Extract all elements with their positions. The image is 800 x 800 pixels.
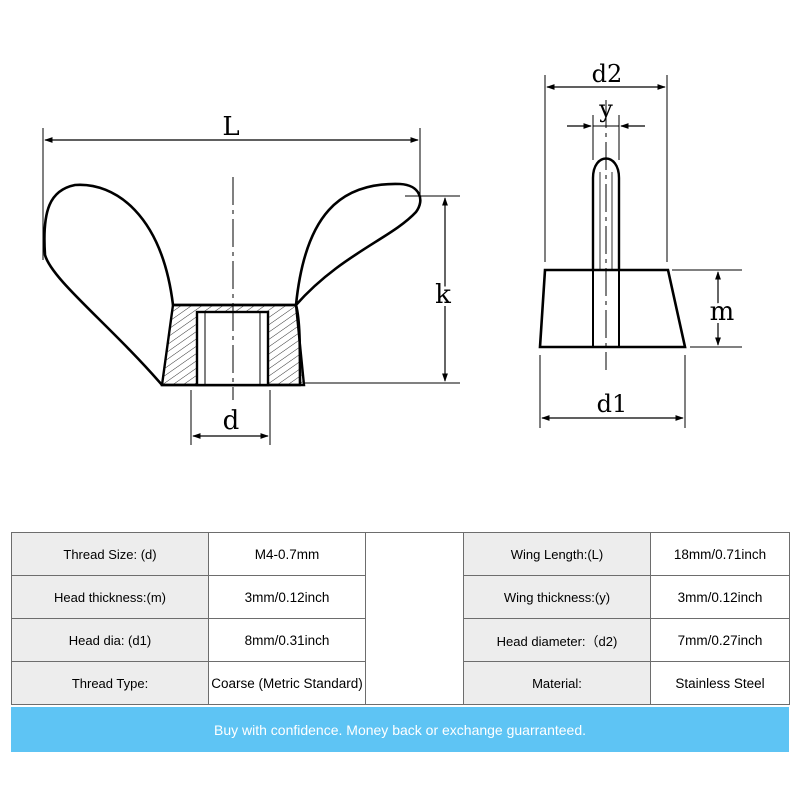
spec-value: 3mm/0.12inch <box>208 575 366 619</box>
dim-label-m: m <box>710 297 735 327</box>
wing-nut-front-outline <box>43 182 422 387</box>
spec-value: 18mm/0.71inch <box>650 532 790 576</box>
spec-label: Wing Length:(L) <box>463 532 651 576</box>
spec-value: Stainless Steel <box>650 661 790 705</box>
spec-value: Coarse (Metric Standard) <box>208 661 366 705</box>
specifications-table: Thread Size: (d) M4-0.7mm Wing Length:(L… <box>11 532 790 705</box>
table-row: Head dia: (d1) 8mm/0.31inch Head diamete… <box>11 618 790 662</box>
dim-label-k: k <box>435 280 451 310</box>
spec-label: Thread Type: <box>11 661 209 705</box>
front-view: L k d <box>42 112 460 445</box>
spec-value: 3mm/0.12inch <box>650 575 790 619</box>
dim-label-d2: d2 <box>592 60 623 88</box>
dim-label-d1: d1 <box>597 390 628 418</box>
guarantee-banner: Buy with confidence. Money back or excha… <box>11 707 789 752</box>
side-view: d2 y m d1 <box>538 60 742 428</box>
spec-label: Head thickness:(m) <box>11 575 209 619</box>
technical-drawing: L k d d2 y <box>42 60 742 445</box>
spec-value: 8mm/0.31inch <box>208 618 366 662</box>
spec-label: Wing thickness:(y) <box>463 575 651 619</box>
spec-value: M4-0.7mm <box>208 532 366 576</box>
table-spacer <box>365 532 464 705</box>
base-side <box>538 268 687 349</box>
spec-label: Material: <box>463 661 651 705</box>
spec-value: 7mm/0.27inch <box>650 618 790 662</box>
spec-label: Head dia: (d1) <box>11 618 209 662</box>
table-row: Thread Type: Coarse (Metric Standard) Ma… <box>11 661 790 705</box>
dim-label-d: d <box>223 406 240 436</box>
dim-label-y: y <box>598 95 613 123</box>
guarantee-text: Buy with confidence. Money back or excha… <box>213 721 586 738</box>
table-row: Thread Size: (d) M4-0.7mm Wing Length:(L… <box>11 532 790 705</box>
spec-label: Thread Size: (d) <box>11 532 209 576</box>
dim-label-L: L <box>222 112 239 142</box>
spec-label: Head diameter:（d2) <box>463 618 651 662</box>
table-row: Head thickness:(m) 3mm/0.12inch Wing thi… <box>11 575 790 619</box>
